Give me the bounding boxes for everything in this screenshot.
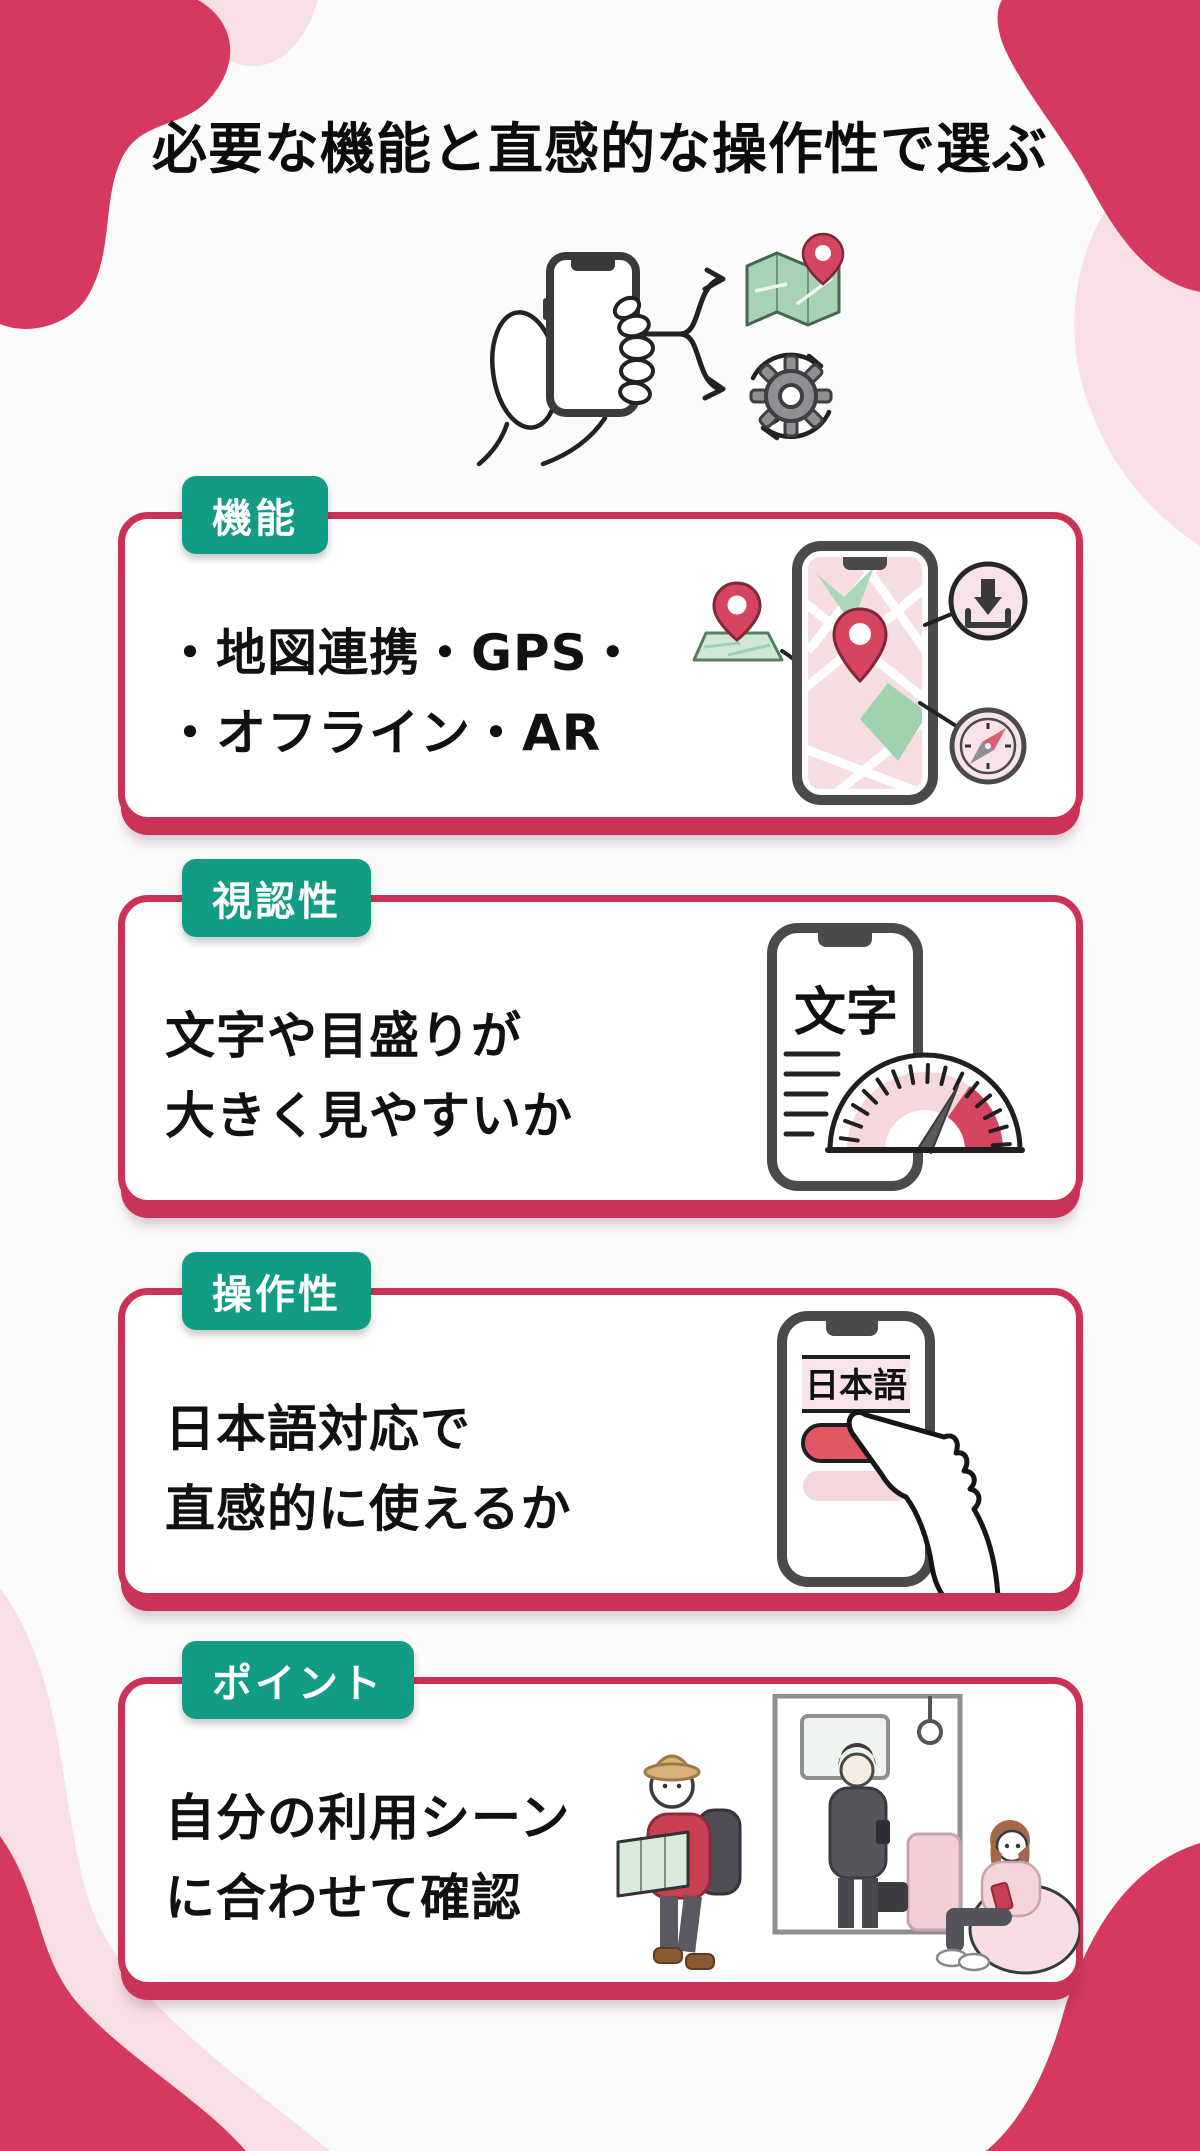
card-point-text: 自分の利用シーン に合わせて確認 [165, 1778, 571, 1938]
card-line: ・オフライン・AR [165, 704, 602, 762]
branch-arrows [642, 267, 726, 401]
card-features-text: ・地図連携・GPS・ ・オフライン・AR [165, 613, 639, 773]
card-features-illustration [692, 541, 1028, 805]
card-point: ポイント 自分の利用シーン に合わせて確認 [118, 1641, 1083, 1989]
badge-point: ポイント [182, 1641, 414, 1719]
card-features: 機能 ・地図連携・GPS・ ・オフライン・AR [118, 476, 1083, 824]
card-line: 文字や目盛りが [165, 1007, 522, 1065]
card-point-illustration [616, 1694, 1080, 1975]
card-operability-text: 日本語対応で 直感的に使えるか [165, 1389, 572, 1549]
gauge-icon [825, 1052, 1025, 1155]
badge-features: 機能 [182, 476, 328, 554]
screen-label: 日本語 [805, 1366, 907, 1406]
sync-gear-icon [749, 352, 833, 441]
folded-map-pin-icon [745, 232, 845, 327]
hiker-reading-map [616, 1754, 742, 1970]
top-left-red-blob [0, 0, 231, 329]
card-line: 日本語対応で [165, 1400, 471, 1458]
top-right-red-blob [997, 0, 1200, 292]
card-line: 自分の利用シーン [165, 1789, 571, 1847]
screen-label: 文字 [794, 983, 898, 1043]
card-line: 直感的に使えるか [165, 1480, 572, 1538]
compass-icon [949, 707, 1027, 785]
card-line: に合わせて確認 [165, 1869, 522, 1927]
card-line: ・地図連携・GPS・ [165, 624, 639, 682]
bottom-right-red-blob [986, 1843, 1200, 2151]
badge-operability: 操作性 [182, 1252, 371, 1330]
hand-holding-phone-icon [476, 252, 655, 467]
hero-illustration [476, 232, 845, 467]
card-visibility-illustration: 文字 [767, 923, 1025, 1191]
woman-sitting-with-phone [935, 1820, 1080, 1975]
card-operability-illustration: 日本語 [777, 1311, 1001, 1593]
card-line: 大きく見やすいか [165, 1087, 573, 1145]
phone-map-icon [792, 541, 938, 805]
card-operability: 操作性 日本語対応で 直感的に使えるか 日本語 [118, 1252, 1083, 1600]
badge-visibility: 視認性 [182, 859, 371, 937]
pointing-hand-icon [846, 1409, 1001, 1593]
card-visibility-text: 文字や目盛りが 大きく見やすいか [165, 996, 573, 1156]
map-pin-icon [692, 581, 784, 662]
bottom-left-red-blob [0, 1836, 246, 2151]
page-title: 必要な機能と直感的な操作性で選ぶ [151, 117, 1048, 181]
download-icon [948, 561, 1028, 641]
card-visibility: 視認性 文字や目盛りが 大きく見やすいか 文字 [118, 859, 1083, 1207]
commuter-on-train [772, 1694, 963, 1935]
